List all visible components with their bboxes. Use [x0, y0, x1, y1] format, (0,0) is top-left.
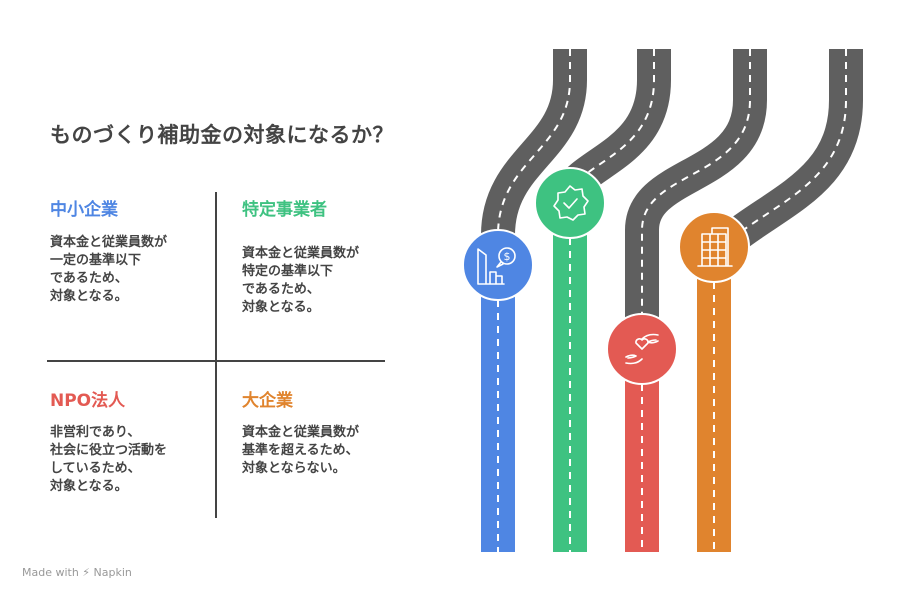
circle-large — [678, 211, 750, 283]
body-npo: 非営利であり、 社会に役立つ活動を しているため、 対象となる。 — [50, 425, 168, 494]
heading-specific: 特定事業者 — [242, 200, 327, 220]
lane-green — [553, 203, 587, 552]
body-specific: 資本金と従業員数が 特定の基準以下 であるため、 対象となる。 — [242, 246, 360, 315]
body-large: 資本金と従業員数が 基準を超えるため、 対象とならない。 — [242, 425, 360, 476]
divider-horizontal — [47, 360, 385, 362]
page-title: ものづくり補助金の対象になるか？ — [50, 123, 394, 147]
office-building-icon — [697, 227, 733, 267]
svg-text:$: $ — [504, 250, 511, 263]
divider-vertical — [215, 192, 217, 518]
napkin-footer: Made with ⚡ Napkin — [22, 566, 132, 579]
hands-heart-icon — [625, 333, 659, 365]
heading-npo: NPO法人 — [50, 391, 126, 411]
building-money-icon: $ — [477, 247, 516, 285]
circle-specific — [534, 167, 606, 239]
heading-large: 大企業 — [242, 391, 293, 411]
badge-check-icon — [553, 185, 589, 221]
body-sme: 資本金と従業員数が 一定の基準以下 であるため、 対象となる。 — [50, 235, 168, 304]
heading-sme: 中小企業 — [50, 200, 118, 220]
